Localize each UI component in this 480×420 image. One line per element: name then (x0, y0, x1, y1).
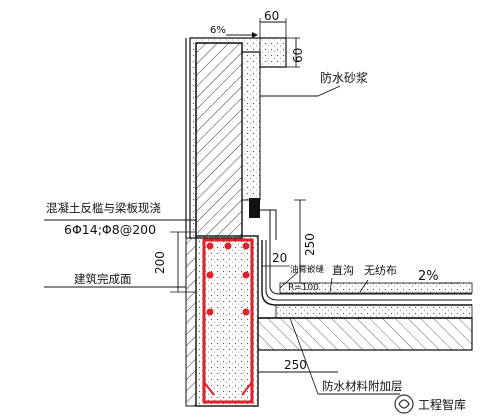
label-finished-surface: 建筑完成面 (74, 272, 132, 286)
dim-top-height: 60 (291, 48, 305, 63)
watermark-logo-icon (394, 394, 414, 414)
floor-slab (257, 317, 473, 351)
rebar-bars (206, 242, 250, 316)
slab-left-strip (185, 237, 197, 407)
dim-slope-top: 6% (210, 25, 226, 36)
label-additional-layer: 防水材料附加层 (322, 379, 403, 393)
watermark: 工程智库 (394, 394, 466, 414)
sealant-block (249, 198, 260, 218)
wall-plaster-right (241, 51, 261, 201)
label-rebar-spec: 6Φ14;Φ8@200 (64, 222, 156, 237)
label-radius: R=100 (288, 283, 319, 293)
rebar-cage (202, 238, 254, 404)
dim-left-height: 200 (153, 251, 167, 274)
label-waterproof-mortar: 防水砂浆 (320, 70, 368, 85)
dim-offset-20: 20 (272, 251, 287, 265)
waterproof-layer-3 (269, 210, 472, 295)
label-straight-pipe: 直沟 (332, 263, 354, 277)
label-nonwoven: 无纺布 (364, 263, 397, 277)
label-slope-floor: 2% (418, 269, 439, 284)
dim-top-width: 60 (264, 9, 279, 23)
waterproof-layer-2 (265, 240, 472, 301)
label-sealant: 油膏嵌缝 (290, 264, 325, 275)
dim-bottom-length: 250 (284, 358, 307, 372)
label-concrete-curb: 混凝土反槛与梁板现浇 (46, 201, 161, 215)
dim-upturn-height: 250 (303, 233, 317, 256)
upturn-line (260, 209, 277, 240)
protection-layer (275, 304, 473, 319)
watermark-text: 工程智库 (418, 397, 466, 412)
wall-column (195, 42, 243, 239)
